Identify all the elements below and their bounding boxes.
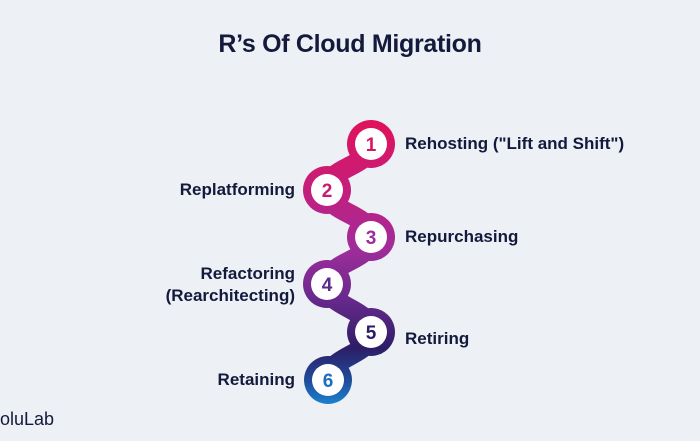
step-label-4-line2: (Rearchitecting)	[165, 286, 295, 305]
brand-logo-text: oluLab	[0, 409, 55, 429]
step-node-6	[304, 356, 352, 404]
step-number-4: 4	[322, 275, 333, 296]
step-number-1: 1	[366, 135, 377, 156]
step-label-4: Refactoring (Rearchitecting)	[166, 263, 295, 307]
page-title: R’s Of Cloud Migration	[218, 30, 482, 58]
step-node-3	[347, 213, 395, 261]
step-node-1	[347, 120, 395, 168]
step-number-6: 6	[323, 371, 334, 392]
step-label-5: Retiring	[405, 329, 470, 348]
step-label-4-line1: Refactoring	[200, 264, 295, 283]
step-number-5: 5	[366, 323, 377, 344]
step-label-1: Rehosting ("Lift and Shift")	[405, 134, 625, 153]
step-label-6: Retaining	[217, 370, 295, 389]
step-label-2: Replatforming	[179, 180, 295, 199]
step-number-3: 3	[366, 228, 377, 249]
step-number-2: 2	[322, 181, 333, 202]
step-node-5	[347, 308, 395, 356]
step-node-2	[303, 166, 351, 214]
step-label-3: Repurchasing	[405, 227, 519, 246]
step-node-4	[303, 260, 351, 308]
